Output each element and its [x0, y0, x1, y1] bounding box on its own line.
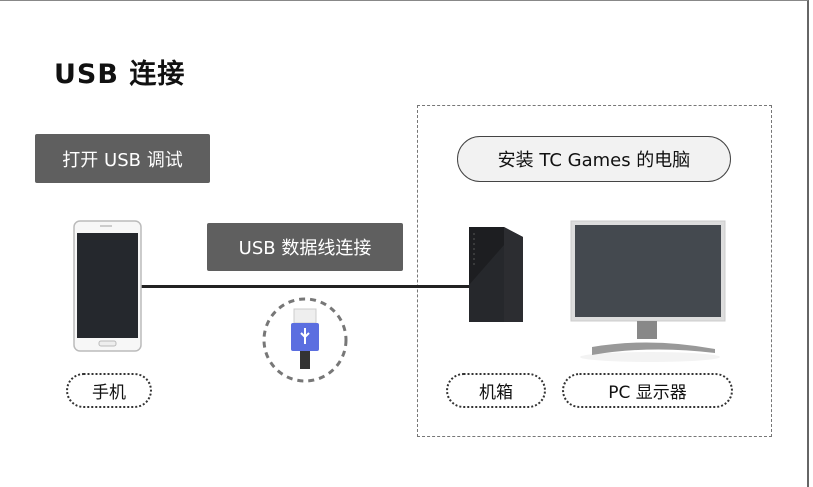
pc-label: 安装 TC Games 的电脑	[457, 136, 731, 182]
enable-debug-label: 打开 USB 调试	[35, 134, 210, 183]
case-label: 机箱	[446, 373, 546, 408]
phone-icon	[73, 220, 142, 352]
pc-case-icon	[469, 227, 523, 322]
monitor-icon	[570, 220, 726, 362]
usb-plug-icon	[262, 297, 348, 383]
usb-cable-line	[140, 285, 472, 288]
page-title: USB 连接	[54, 59, 186, 90]
phone-label: 手机	[66, 373, 152, 408]
monitor-label: PC 显示器	[562, 373, 733, 408]
cable-label: USB 数据线连接	[207, 223, 403, 271]
pc-group-box	[417, 105, 772, 437]
